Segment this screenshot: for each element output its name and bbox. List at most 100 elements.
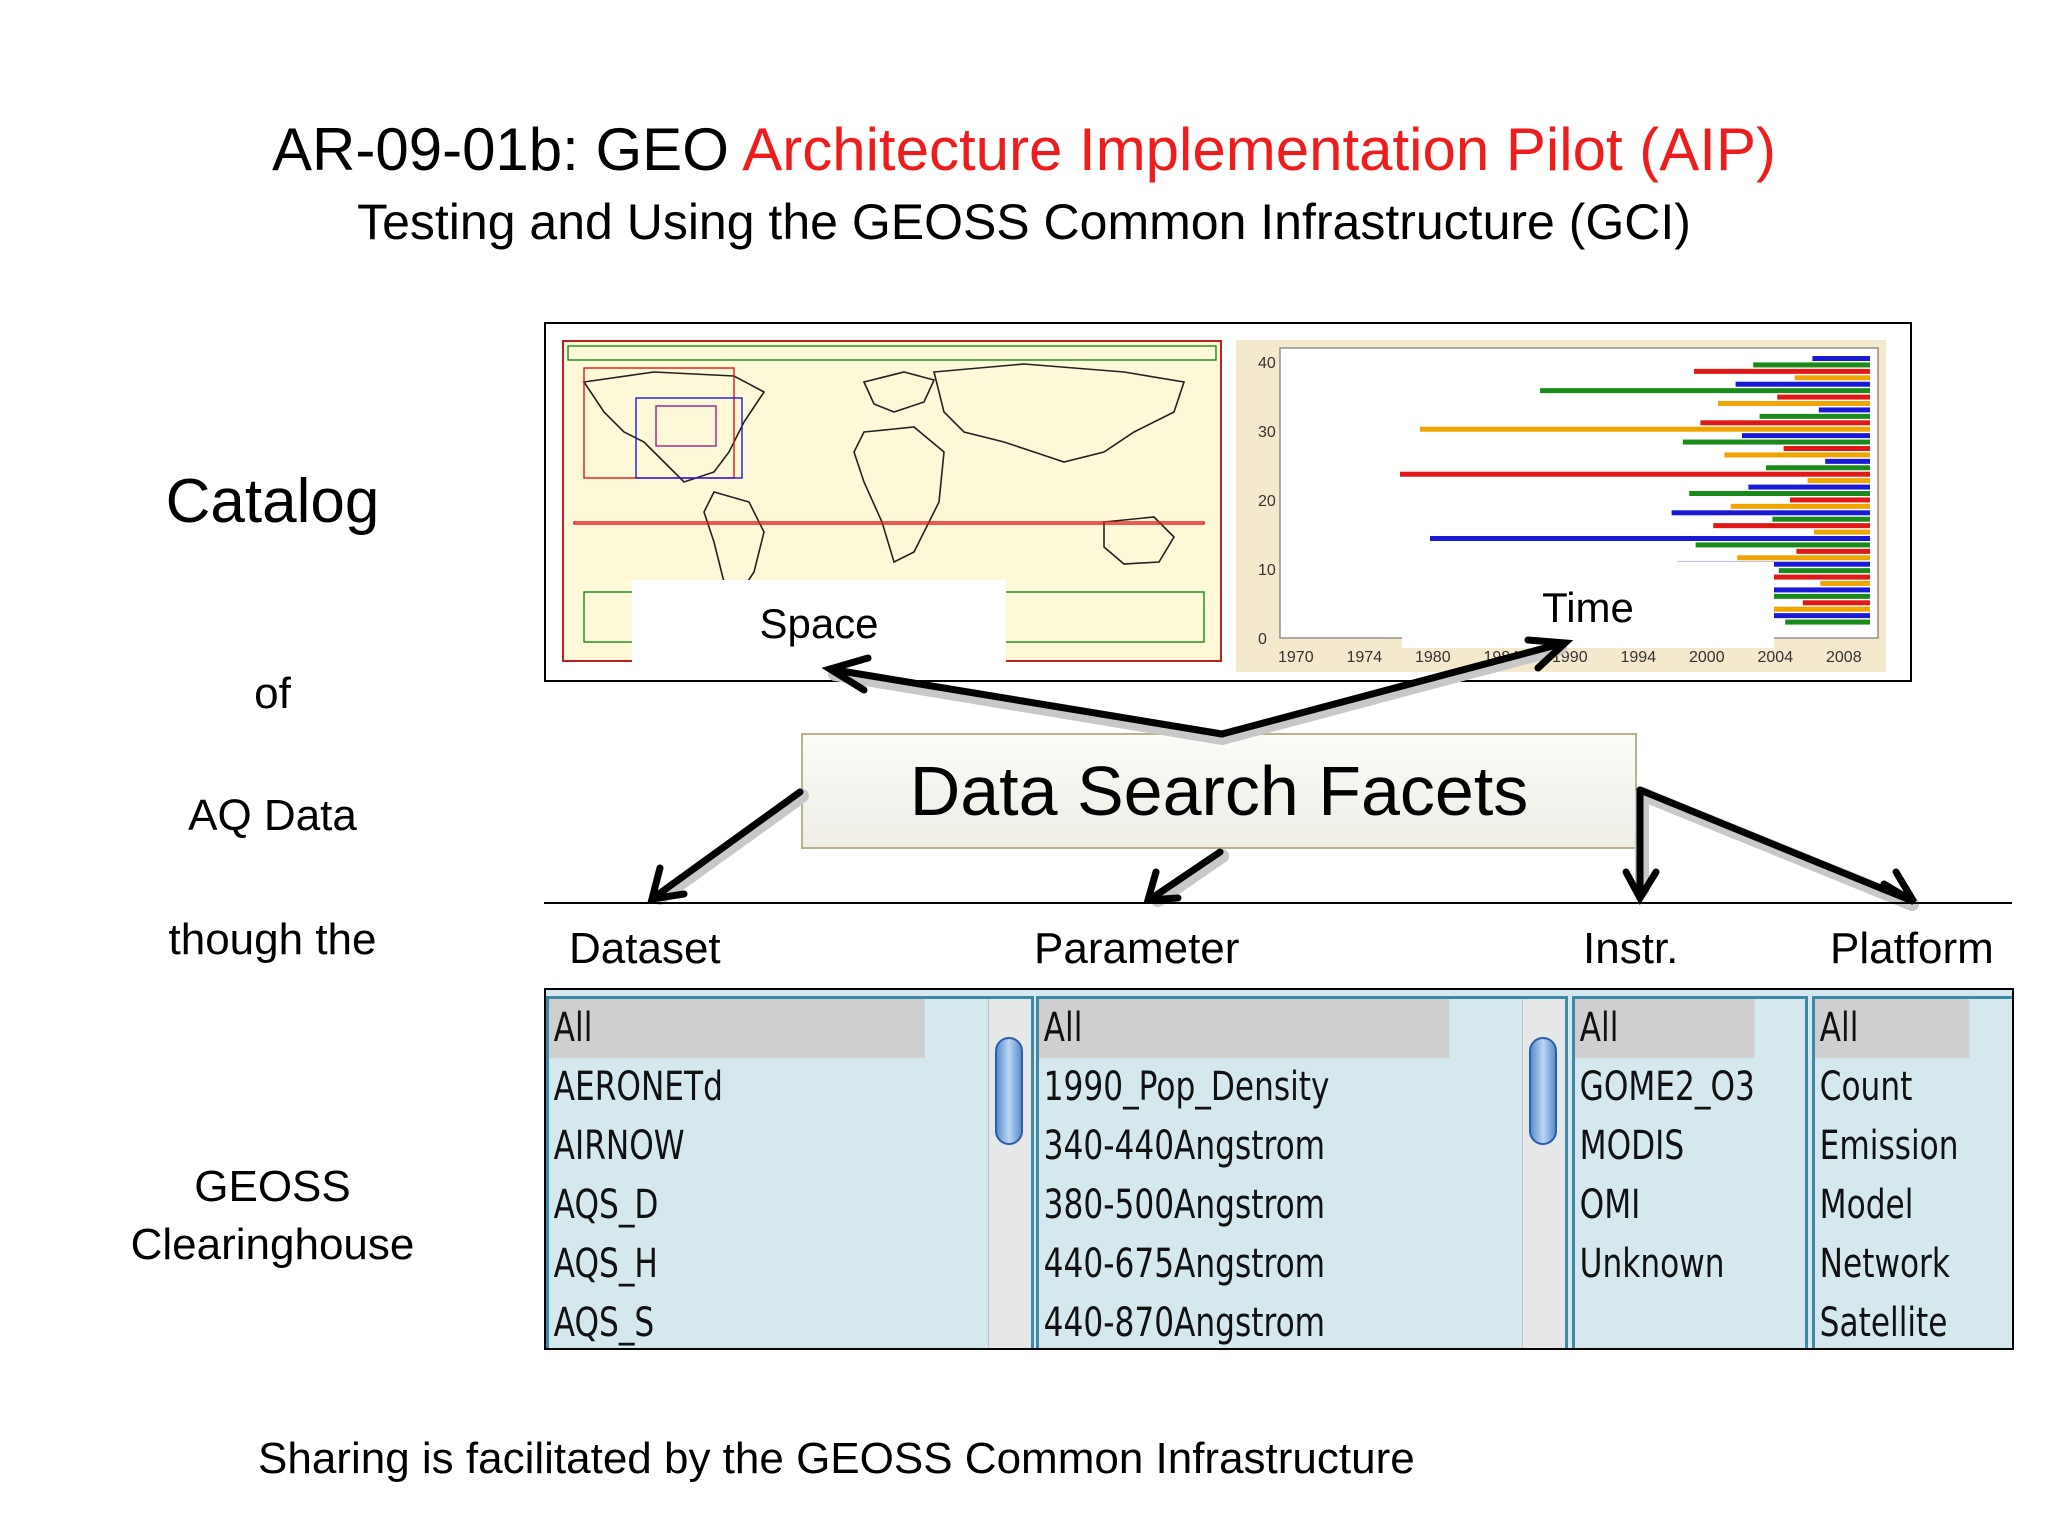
list-item[interactable]: OMI [1579,1182,1641,1228]
list-item[interactable]: All [1575,999,1755,1058]
title-highlight: Architecture Implementation Pilot (AIP) [742,116,1776,183]
timeline-bar [1820,581,1870,586]
instr-listbox[interactable]: All GOME2_O3 MODIS OMI Unknown [1572,996,1808,1348]
list-item[interactable]: 440-870Angstrom [1043,1300,1326,1346]
timeline-bar [1742,433,1870,439]
facet-divider [544,902,2012,904]
timeline-bar [1825,458,1870,464]
parameter-listbox[interactable]: All 1990_Pop_Density 340-440Angstrom 380… [1036,996,1568,1348]
parameter-scrollbar[interactable] [1522,999,1565,1348]
timeline-bar [1785,619,1870,625]
list-item[interactable]: All [1815,999,1970,1058]
timeline-bar [1802,600,1870,606]
map-asia [932,363,1186,463]
arrow-to-dataset [652,788,804,900]
timeline-bar [1796,548,1870,554]
timeline-bar [1719,574,1870,580]
timeline-x-tick: 1980 [1415,649,1451,666]
side-label-aq-data: AQ Data [188,791,357,840]
map-africa [853,426,945,564]
timeline-bar [1748,484,1870,490]
list-item[interactable]: 340-440Angstrom [1043,1123,1326,1169]
list-item[interactable]: Model [1819,1182,1914,1228]
list-item[interactable]: Count [1819,1064,1913,1110]
dataset-listbox[interactable]: All AERONETd AIRNOW AQS_D AQS_H AQS_S [546,996,1034,1348]
map-extent-strip-top [567,345,1217,361]
timeline-bar [1678,561,1870,567]
column-header-parameter: Parameter [1034,924,1240,973]
timeline-bar [1735,381,1870,387]
timeline-bar [1430,536,1870,541]
scrollbar-thumb[interactable] [1529,1037,1557,1145]
footer-note: Sharing is facilitated by the GEOSS Comm… [258,1434,1415,1483]
timeline-bar [1814,529,1870,535]
list-item[interactable]: AIRNOW [553,1123,685,1169]
timeline-bar [1812,356,1870,361]
timeline-bar [1400,471,1870,477]
timeline-x-tick: 2000 [1689,649,1725,666]
timeline-bar [1718,401,1870,406]
list-item[interactable]: AERONETd [553,1064,723,1110]
column-header-dataset: Dataset [569,924,721,973]
list-item[interactable]: All [1039,999,1450,1058]
list-item[interactable]: 440-675Angstrom [1043,1241,1326,1287]
list-item[interactable]: Network [1819,1241,1950,1287]
side-label-geoss: GEOSS [194,1162,351,1211]
column-header-platform: Platform [1830,924,1994,973]
timeline-x-tick: 1994 [1621,649,1657,666]
map-europe [862,371,936,413]
time-facet-label[interactable]: Time [1402,562,1774,648]
list-item[interactable]: 380-500Angstrom [1043,1182,1326,1228]
list-item[interactable]: AQS_S [553,1300,655,1346]
timeline-bar [1761,587,1870,593]
list-item[interactable]: AQS_D [553,1182,659,1228]
timeline-x-tick: 2008 [1826,649,1862,666]
list-item[interactable]: All [549,999,925,1058]
page-subtitle: Testing and Using the GEOSS Common Infra… [357,194,1691,250]
data-search-facets-heading: Data Search Facets [801,733,1637,849]
list-item[interactable]: Emission [1819,1123,1959,1169]
facet-lists-frame: All AERONETd AIRNOW AQS_D AQS_H AQS_S Al… [544,988,2014,1350]
side-label-of: of [254,669,291,718]
list-item[interactable]: Satellite [1819,1300,1948,1346]
arrowhead-dataset-icon [647,864,688,904]
timeline-bar [1737,555,1870,561]
timeline-bar [1818,407,1870,413]
timeline-x-tick: 1974 [1347,649,1383,666]
arrowhead-platform-icon [1880,868,1918,906]
timeline-x-tick: 2004 [1758,649,1794,666]
list-item[interactable]: 1990_Pop_Density [1043,1064,1330,1110]
arrow-to-platform [1636,786,1914,904]
timeline-x-tick: 1984 [1484,649,1520,666]
space-facet-label[interactable]: Space [632,580,1006,670]
dataset-scrollbar[interactable] [988,999,1031,1348]
timeline-bar [1753,362,1870,368]
list-item[interactable]: MODIS [1579,1123,1685,1169]
list-item[interactable]: AQS_H [553,1241,658,1287]
timeline-bar [1695,542,1870,548]
side-label-catalog: Catalog [165,467,380,536]
arrowhead-instr-icon [1622,868,1660,906]
timeline-bar [1778,568,1870,574]
timeline-y-tick: 0 [1258,631,1267,648]
timeline-x-tick: 1990 [1552,649,1588,666]
arrow-to-parameter [1148,848,1224,902]
timeline-bar [1724,452,1870,458]
page-title: AR-09-01b: GEO Architecture Implementati… [0,114,2048,186]
map-australia [1103,516,1176,565]
timeline-bar [1682,439,1870,445]
timeline-bar [1783,446,1870,451]
timeline-y-tick: 30 [1258,424,1276,441]
scrollbar-thumb[interactable] [995,1037,1023,1145]
timeline-bar [1671,510,1870,516]
platform-listbox[interactable]: All Count Emission Model Network Satelli… [1812,996,2012,1348]
timeline-bar [1730,503,1870,509]
timeline-bar [1540,388,1870,394]
list-item[interactable]: GOME2_O3 [1579,1064,1755,1110]
column-header-instr: Instr. [1583,924,1679,973]
timeline-bar [1684,613,1870,619]
list-item[interactable]: Unknown [1579,1241,1725,1287]
timeline-bar [1713,523,1870,529]
map-extent-box [583,367,735,479]
side-label-clearinghouse: Clearinghouse [130,1220,415,1269]
